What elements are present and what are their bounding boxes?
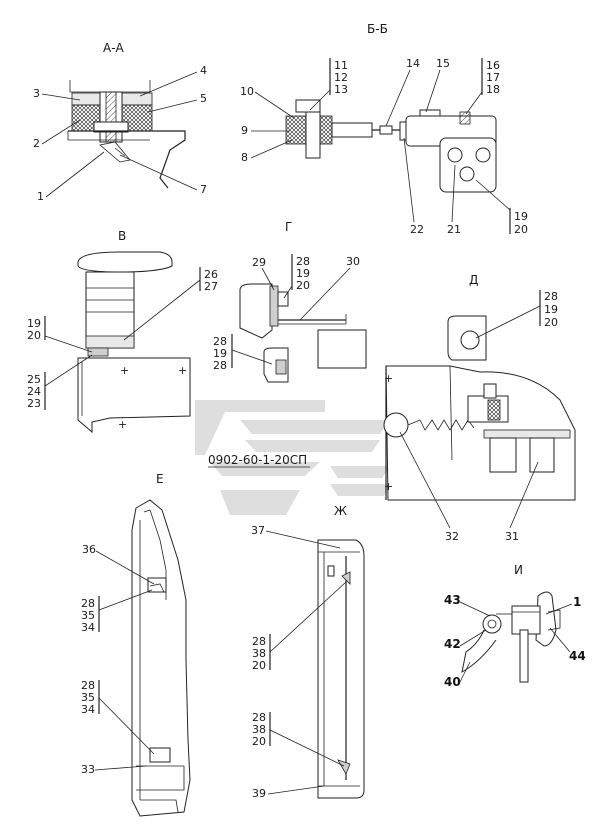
section-title-zh: Ж (334, 504, 347, 518)
section-title-e: Е (156, 472, 164, 486)
callout-9: 9 (241, 124, 248, 137)
section-e-drawing (131, 499, 191, 817)
section-aa-drawing (67, 80, 186, 189)
callout-28-zh2: 28 (252, 711, 266, 724)
svg-text:+: + (118, 418, 127, 431)
svg-text:+: + (384, 480, 393, 493)
callout-19-bb: 19 (514, 210, 528, 223)
callout-28-e2: 28 (81, 679, 95, 692)
callout-1: 1 (37, 190, 44, 203)
svg-text:+: + (178, 364, 187, 377)
callout-4: 4 (200, 64, 207, 77)
callout-37: 37 (251, 524, 265, 537)
callout-7: 7 (200, 183, 207, 196)
callout-34-e2: 34 (81, 703, 95, 716)
callout-19-v: 19 (27, 317, 41, 330)
callout-34-e1: 34 (81, 621, 95, 634)
callout-15: 15 (436, 57, 450, 70)
callout-44: 44 (569, 649, 586, 663)
callout-13: 13 (334, 83, 348, 96)
callout-35-e1: 35 (81, 609, 95, 622)
callout-32: 32 (445, 530, 459, 543)
callout-19-d: 19 (544, 303, 558, 316)
callout-28-g3: 28 (213, 359, 227, 372)
callout-25: 25 (27, 373, 41, 386)
callout-28-d: 28 (544, 290, 558, 303)
callout-20-zh1: 20 (252, 659, 266, 672)
callout-38-zh2: 38 (252, 723, 266, 736)
section-zh-drawing (317, 539, 365, 799)
callout-12: 12 (334, 71, 348, 84)
callout-19-g: 19 (296, 267, 310, 280)
callout-20-d: 20 (544, 316, 558, 329)
callout-10: 10 (240, 85, 254, 98)
callout-30: 30 (346, 255, 360, 268)
callout-18: 18 (486, 83, 500, 96)
callout-24: 24 (27, 385, 41, 398)
callout-28-g: 28 (296, 255, 310, 268)
callout-28-zh1: 28 (252, 635, 266, 648)
section-title-aa: А-А (103, 41, 125, 55)
callout-26: 26 (204, 268, 218, 281)
svg-text:+: + (384, 372, 393, 385)
section-title-v: В (118, 229, 126, 243)
section-title-g: Г (285, 220, 292, 234)
callout-2: 2 (33, 137, 40, 150)
callout-8: 8 (241, 151, 248, 164)
watermark-logo (195, 400, 392, 515)
callout-43: 43 (444, 593, 461, 607)
section-g-drawing (239, 283, 367, 383)
callout-35-e2: 35 (81, 691, 95, 704)
callout-39: 39 (252, 787, 266, 800)
callout-19-g2: 19 (213, 347, 227, 360)
callout-11: 11 (334, 59, 348, 72)
callout-33: 33 (81, 763, 95, 776)
callout-28-e1: 28 (81, 597, 95, 610)
section-title-d: Д (469, 273, 478, 287)
section-d-drawing: + + (383, 315, 576, 501)
callout-38-zh1: 38 (252, 647, 266, 660)
callout-3: 3 (33, 87, 40, 100)
callout-23: 23 (27, 397, 41, 410)
callout-14: 14 (406, 57, 420, 70)
callout-5: 5 (200, 92, 207, 105)
callout-1-i: 1 (573, 595, 581, 609)
callout-27: 27 (204, 280, 218, 293)
callout-29: 29 (252, 256, 266, 269)
section-i-drawing (461, 591, 561, 683)
watermark-code: 0902-60-1-20СП (208, 453, 307, 467)
section-title-bb: Б-Б (367, 22, 388, 36)
callout-40: 40 (444, 675, 461, 689)
svg-text:+: + (120, 364, 129, 377)
callout-28-g2: 28 (213, 335, 227, 348)
callout-16: 16 (486, 59, 500, 72)
section-title-i: И (514, 563, 523, 577)
section-v-drawing: + + + (77, 251, 191, 434)
callout-31: 31 (505, 530, 519, 543)
callout-17: 17 (486, 71, 500, 84)
callout-20-zh2: 20 (252, 735, 266, 748)
callout-36: 36 (82, 543, 96, 556)
callout-20-v: 20 (27, 329, 41, 342)
callout-21: 21 (447, 223, 461, 236)
callout-20-g: 20 (296, 279, 310, 292)
callout-20-bb: 20 (514, 223, 528, 236)
callout-42: 42 (444, 637, 461, 651)
callout-22: 22 (410, 223, 424, 236)
